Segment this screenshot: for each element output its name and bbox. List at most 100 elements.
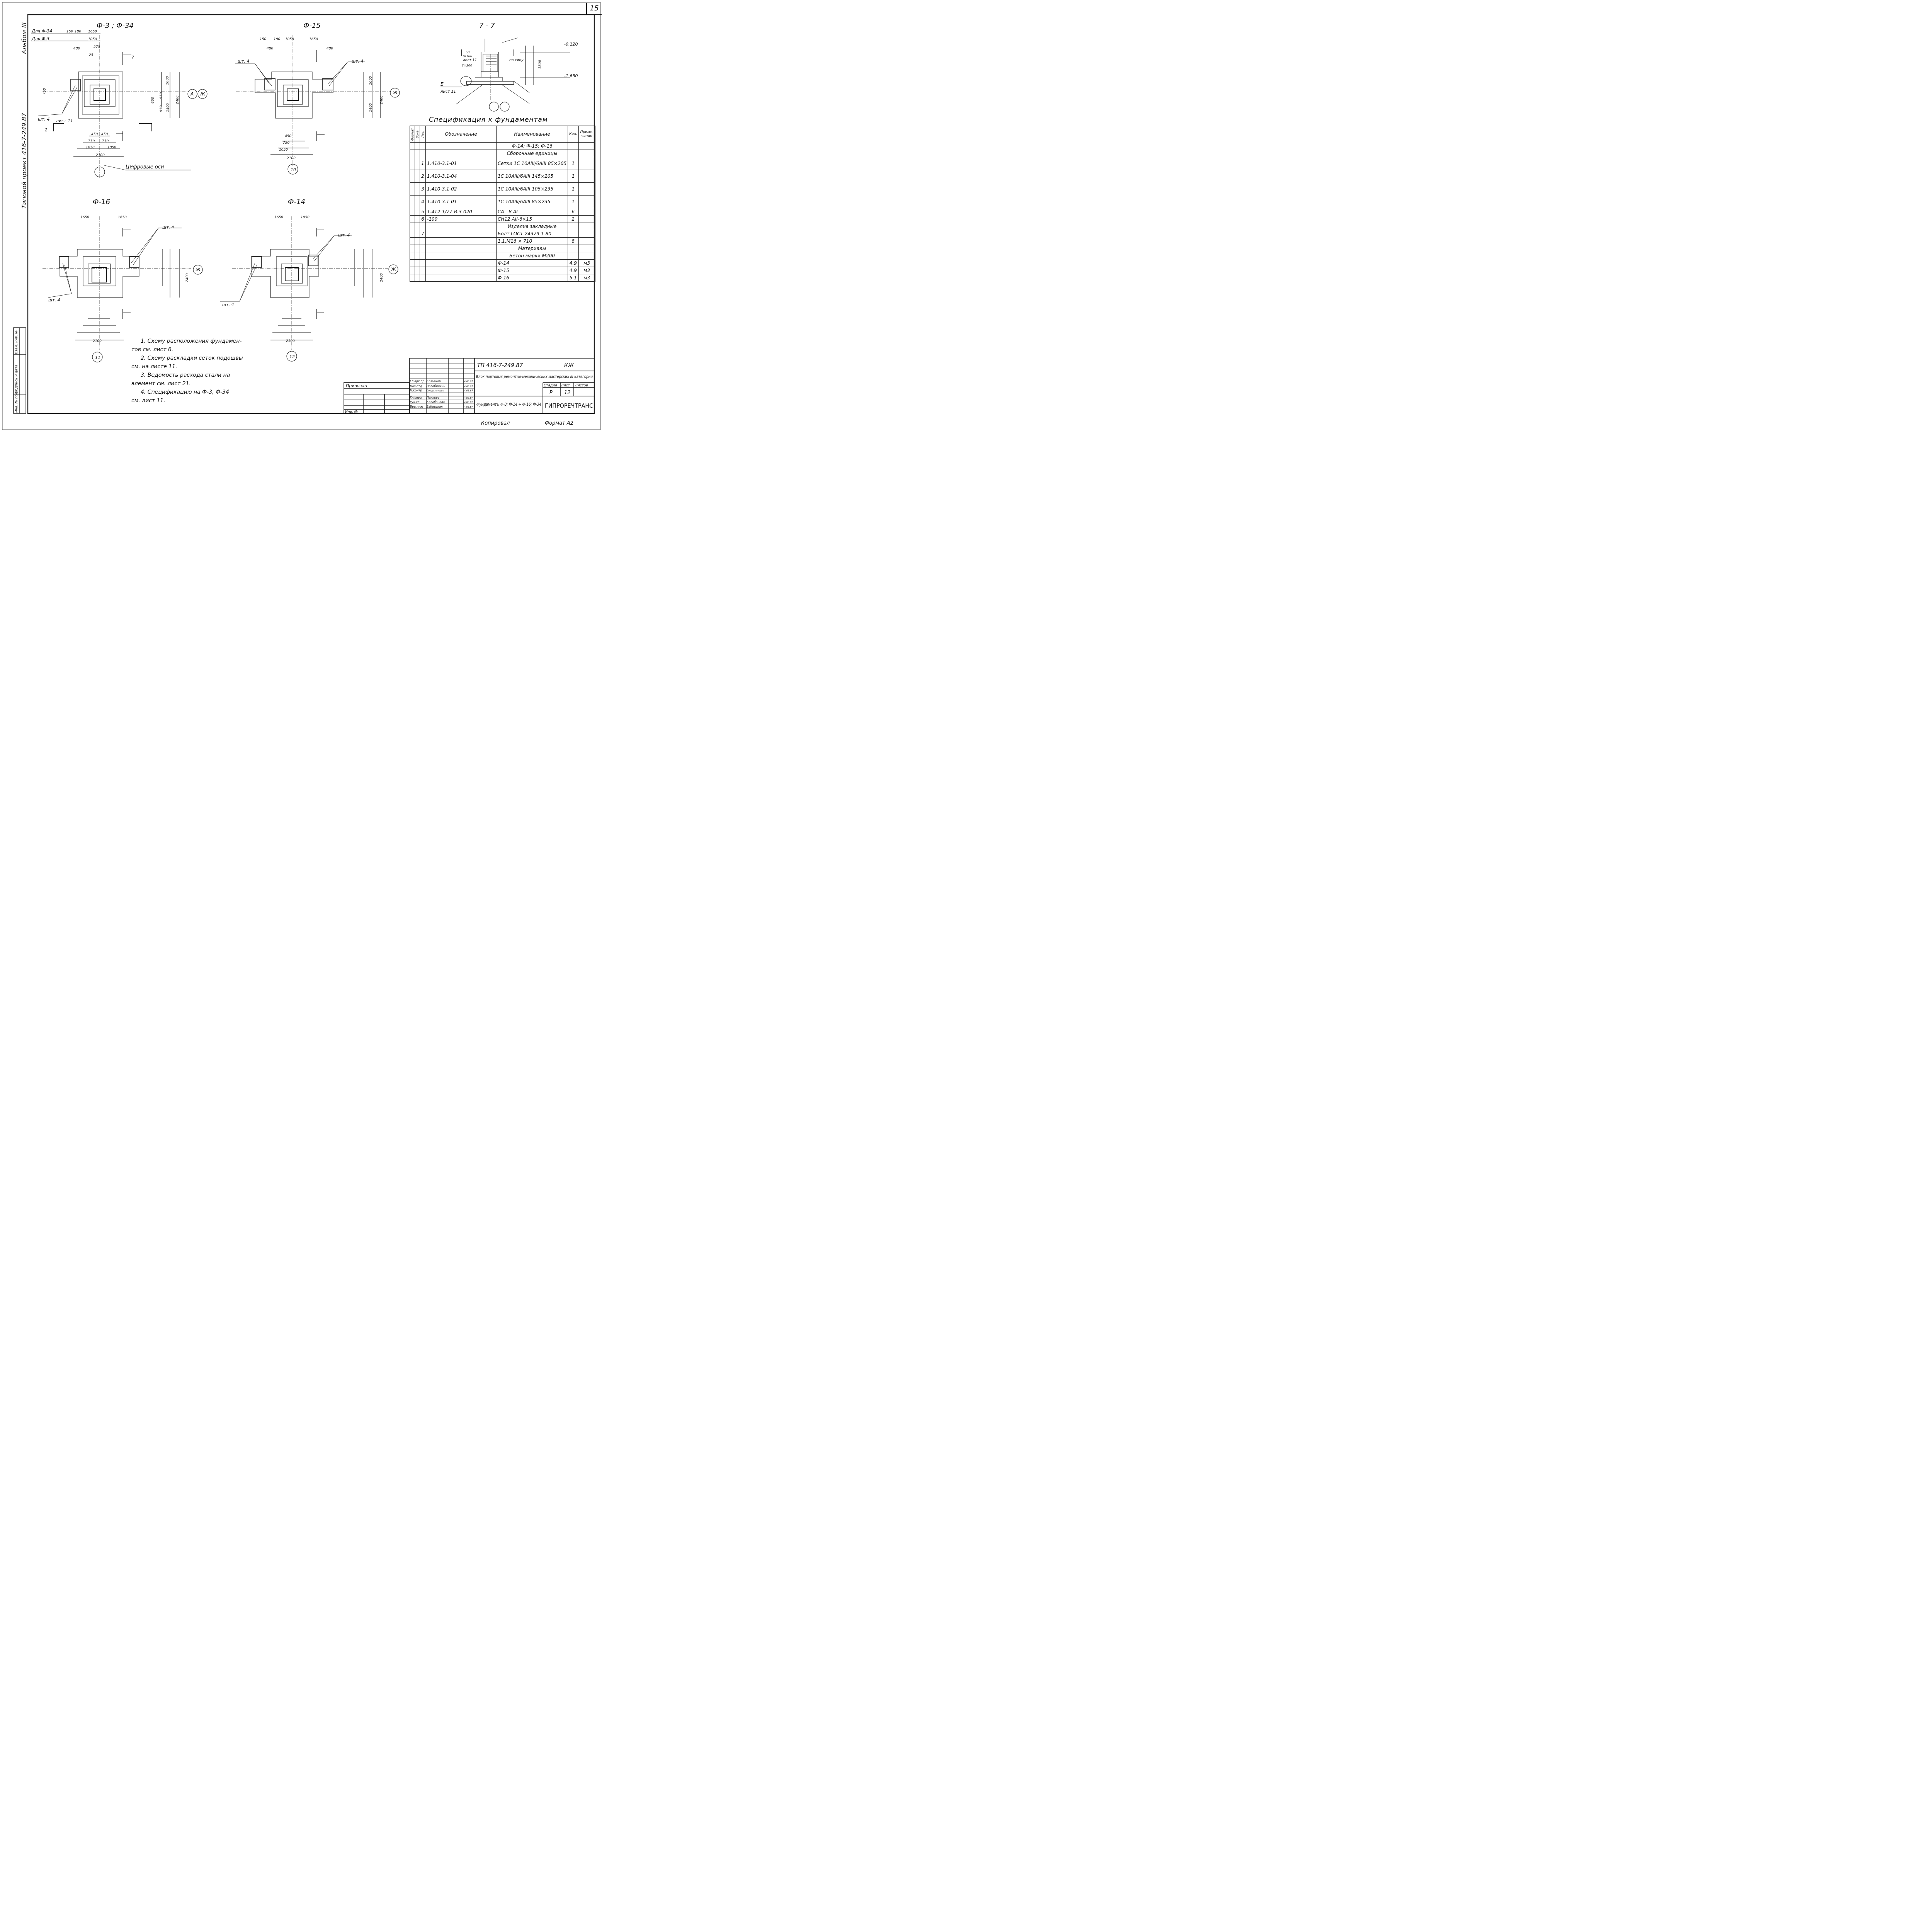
spec-cell-designation [425,245,497,252]
stamp-inv-podl: Инв. № подл. [15,389,19,413]
dim-1400-f15: 1400 [369,103,373,112]
dim-550: 550 [160,92,163,99]
dim-1400: 1400 [166,103,170,112]
dim-1650-f15: 1650 [309,37,318,41]
spec-cell-note [578,223,595,230]
spec-cell-note [578,150,595,157]
spec-cell-name: СА - 8 АI [496,208,568,216]
tb-object: Блок портовых ремонтно-механических маст… [476,375,593,379]
axis-zh-f14: Ж [391,267,396,272]
spec-cell-designation [425,252,497,260]
note-line: 2. Схему раскладки сеток подошвы [141,355,243,361]
spec-cell-designation [425,142,497,150]
note-line: см. лист 11. [131,398,165,404]
dim-450-f15: 450 [285,134,291,138]
spec-cell-qty: 6 [568,208,579,216]
dim-275: 275 [94,45,100,49]
spec-cell-name: 1.1.М16 × 710 [496,237,568,245]
plan-f15 [235,35,400,175]
dim-2400-f16: 2400 [185,273,189,282]
sht4-f14-bot: шт. 4 [222,302,234,307]
tb-stage-h: Стадия [544,384,557,388]
tb-name-4: Колабанова [427,400,445,404]
tb-org: ГИПРОРЕЧТРАНС [545,402,593,409]
tb-date-2: 4.06.87 [464,389,473,392]
spec-cell-name: Сборочные единицы [496,150,568,157]
spec-table: Формат Зона Поз. Обозначение Наименовани… [410,126,595,282]
tb-name-0: Козьяков [427,379,440,383]
spec-cell-zone [415,215,420,223]
dim-480-f15: 480 [267,47,273,51]
tb-date-3: 4.06.87 [464,397,473,400]
dim-750-b: 750 [102,139,109,143]
spec-cell-qty [568,142,579,150]
spec-cell-format [410,195,415,208]
dim-750-f15: 750 [283,141,289,145]
tb-role-3: Гл.спец. [410,396,423,400]
spec-cell-qty: 1 [568,170,579,183]
mark-0120: -0.120 [564,42,578,47]
dim-2100-f14: 2100 [286,339,295,343]
sht4-f16-top: шт. 4 [162,225,174,230]
tb-name-3: Поляков [427,396,439,400]
dim-450-a: 450 [91,133,98,136]
section-mark-2: 2 [45,128,48,133]
spec-cell-pos [420,237,426,245]
spec-cell-note [578,237,595,245]
spec-cell-qty: 8 [568,237,579,245]
spec-cell-designation [425,267,497,274]
dim-480: 480 [73,47,80,51]
spec-cell-qty [568,150,579,157]
spec-row: Бетон марки М200 [410,252,595,260]
tb-role-0: Гл.арх.пр [410,379,424,383]
axis-10: 10 [291,167,296,172]
spec-cell-zone [415,170,420,183]
spec-cell-zone [415,150,420,157]
spec-cell-note [578,252,595,260]
tb-name-5: Забадская [427,405,443,408]
sht4-f16-bot: шт. 4 [48,298,60,303]
spec-cell-note [578,157,595,170]
spec-cell-designation [425,150,497,157]
s-50: 50 [466,51,469,54]
spec-cell-qty: 1 [568,182,579,196]
spec-cell-pos: 3 [420,182,426,196]
spec-cell-designation: -100 [425,215,497,223]
spec-cell-zone [415,142,420,150]
spec-cell-note [578,215,595,223]
dim-180-f15: 180 [274,37,280,41]
tb-date-1: 4.06.87 [464,385,473,388]
spec-cell-pos [420,259,426,267]
spec-cell-qty: 5.1 [568,274,579,282]
axis-zh: Ж [200,91,206,97]
dim-750: 750 [43,88,47,95]
spec-h-qty: Кол. [568,126,579,143]
dim-2400-f14: 2400 [380,273,384,282]
spec-cell-pos [420,245,426,252]
spec-cell-note [578,230,595,238]
spec-cell-format [410,223,415,230]
tb-role-1: Нач.отд [410,384,422,388]
spec-cell-zone [415,157,420,170]
dim-1000: 1000 [166,76,170,85]
section-7-7 [440,37,570,112]
dim-150-f15: 150 [260,37,266,41]
spec-cell-qty: 4.9 [568,267,579,274]
dim-1650-f16b: 1650 [118,216,127,219]
tb-role-4: Рук.гр. [410,400,420,404]
footer-format: Формат А2 [545,420,574,426]
spec-cell-name: Ф-14 [496,259,568,267]
dim-2100-f16: 2100 [93,339,102,343]
label-digital-axes: Цифровые оси [126,164,164,170]
plan-f14 [220,216,398,362]
dim-150: 150 [66,30,73,34]
spec-cell-designation [425,259,497,267]
spec-cell-designation: 1.412-1/77-В.3-020 [425,208,497,216]
spec-h-designation: Обозначение [425,126,497,143]
